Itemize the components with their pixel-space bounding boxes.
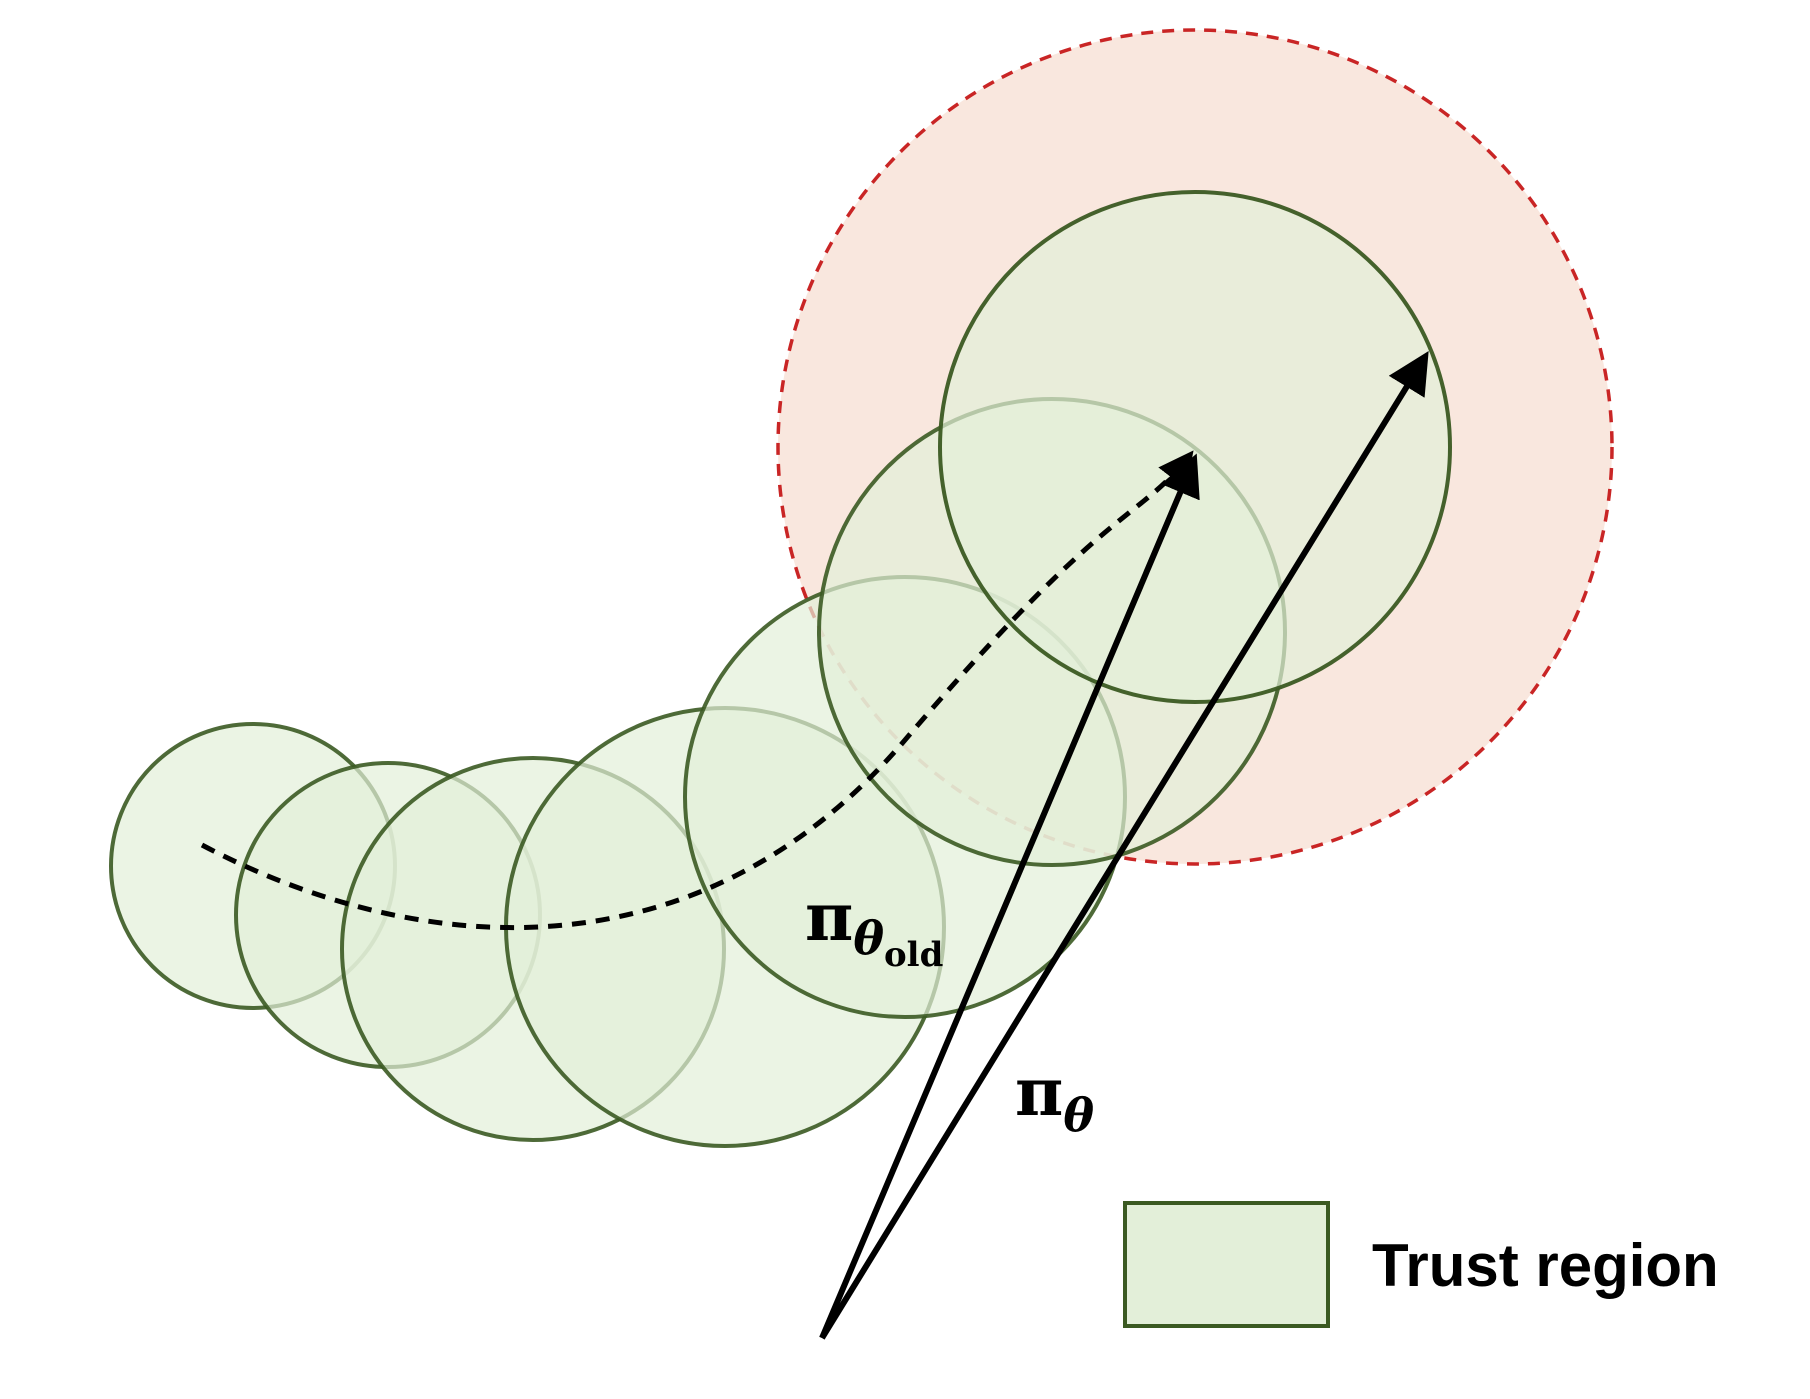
trust-region-circles — [109, 190, 1452, 1148]
trust-region-circle — [938, 190, 1452, 704]
pi-theta-label: πθ — [1015, 1053, 1094, 1142]
pi-symbol: π — [1015, 1053, 1063, 1131]
legend-label: Trust region — [1372, 1232, 1719, 1299]
theta-subscript: θ — [853, 911, 884, 965]
legend-swatch — [1123, 1201, 1330, 1328]
policy-arrow-old — [819, 453, 1200, 1340]
policy-arrow-new — [819, 351, 1429, 1340]
pi-symbol: π — [805, 878, 853, 956]
old-policy-trajectory — [200, 450, 1194, 931]
theta-subscript: θ — [1063, 1088, 1094, 1142]
old-subsubscript: old — [884, 935, 943, 975]
legend: Trust region — [1123, 1201, 1719, 1328]
pi-theta-old-label: πθold — [805, 878, 943, 975]
